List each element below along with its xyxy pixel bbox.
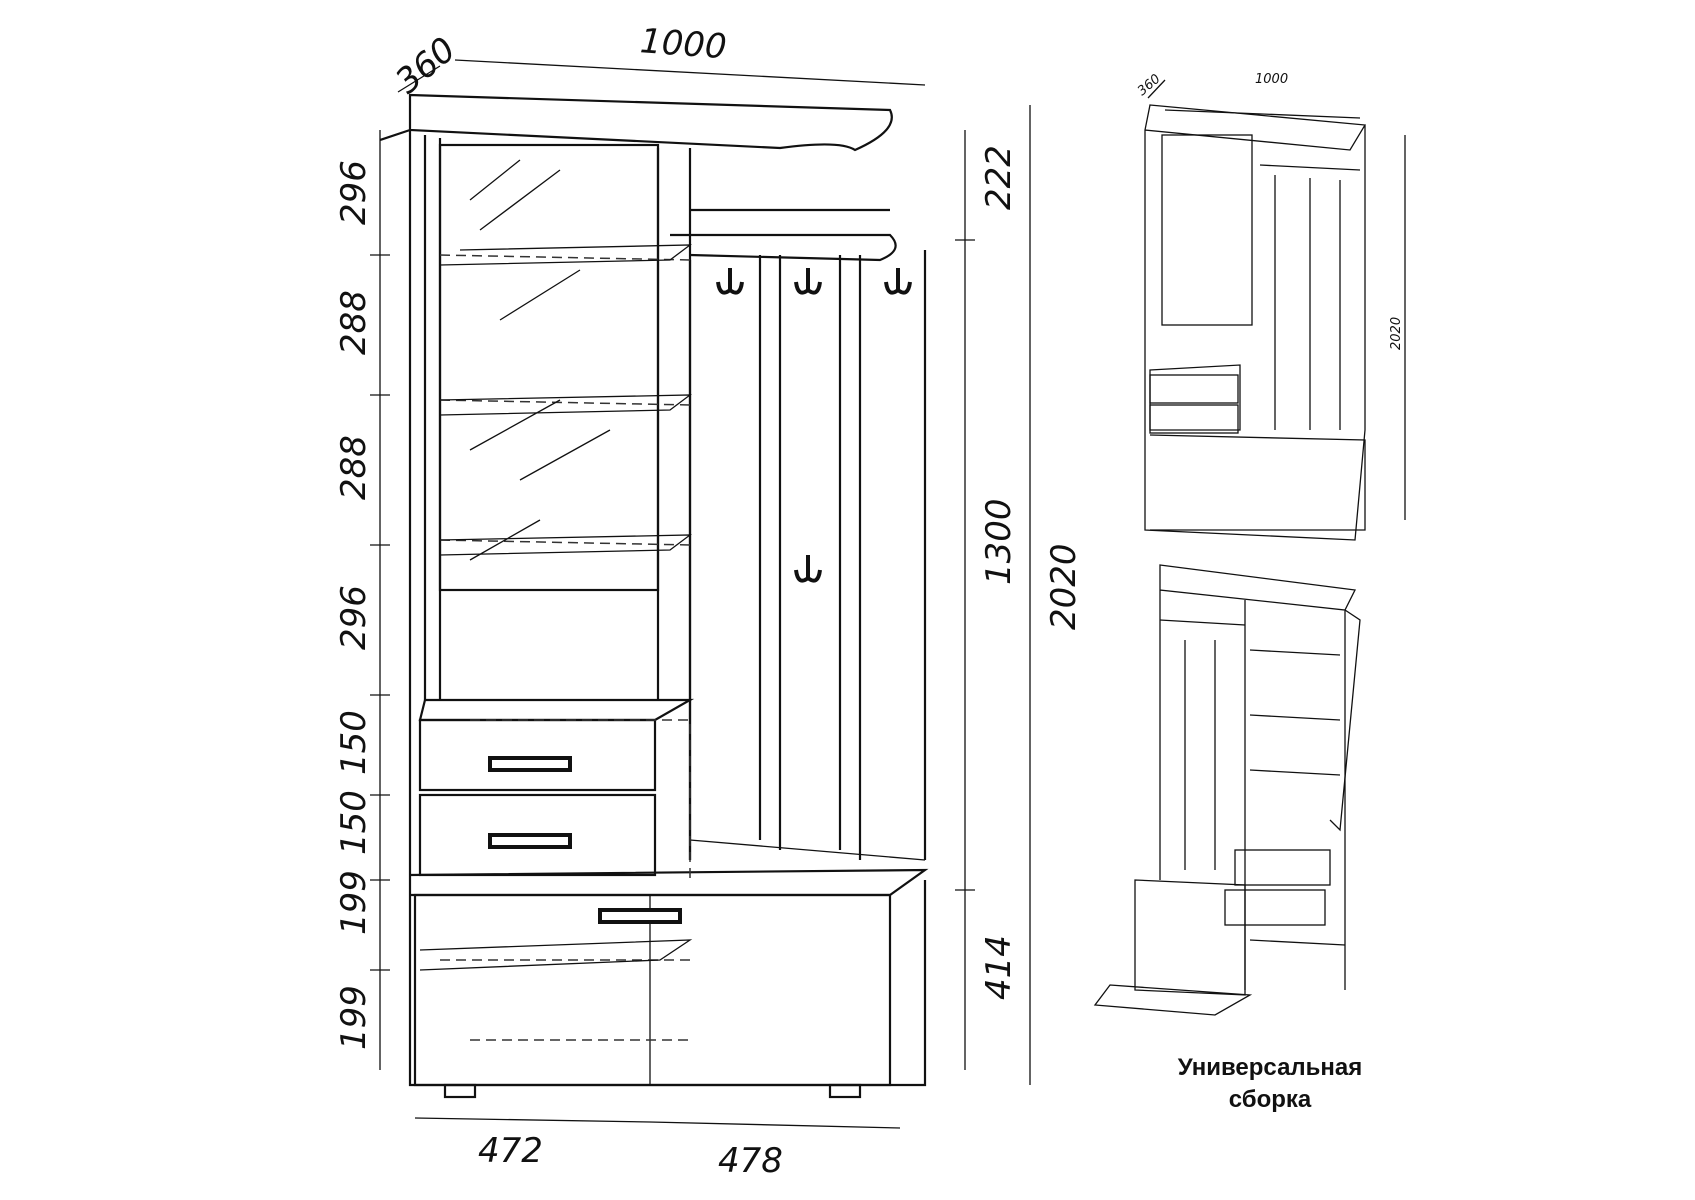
small-mirrored-drawing (1093, 564, 1361, 1016)
small-assembled-drawing: 360 1000 2020 (1135, 72, 1406, 541)
dimension-labels: 360 1000 296 288 288 296 150 150 199 199… (334, 21, 1084, 1181)
middle-height-label: 1300 (979, 498, 1019, 585)
small-depth-label: 360 (1135, 72, 1164, 99)
height-label-1: 296 (334, 160, 374, 225)
drawer-handle (488, 833, 572, 849)
bottom-width-right-label: 478 (718, 1141, 783, 1181)
bottom-height-label: 414 (979, 935, 1019, 1000)
total-height-label: 2020 (1044, 543, 1084, 630)
height-label-5: 150 (334, 710, 374, 775)
small-width-label: 1000 (1255, 72, 1288, 87)
height-label-8: 199 (334, 985, 374, 1050)
height-label-4: 296 (334, 585, 374, 650)
door-handle (598, 908, 682, 924)
small-height-label: 2020 (1389, 317, 1404, 350)
height-label-2: 288 (334, 290, 374, 355)
height-label-6: 150 (334, 790, 374, 855)
caption-line-1: Универсальная (1178, 1054, 1363, 1081)
height-label-7: 199 (334, 870, 374, 935)
dimension-lines (370, 59, 1031, 1129)
main-cabinet-drawing (379, 93, 929, 1099)
width-label: 1000 (639, 21, 728, 67)
bottom-width-left-label: 472 (478, 1131, 543, 1171)
caption-line-2: сборка (1229, 1086, 1312, 1113)
drawer-handle (488, 756, 572, 772)
coat-hook-icon (716, 268, 912, 583)
height-label-3: 288 (334, 435, 374, 500)
top-height-label: 222 (979, 145, 1019, 210)
